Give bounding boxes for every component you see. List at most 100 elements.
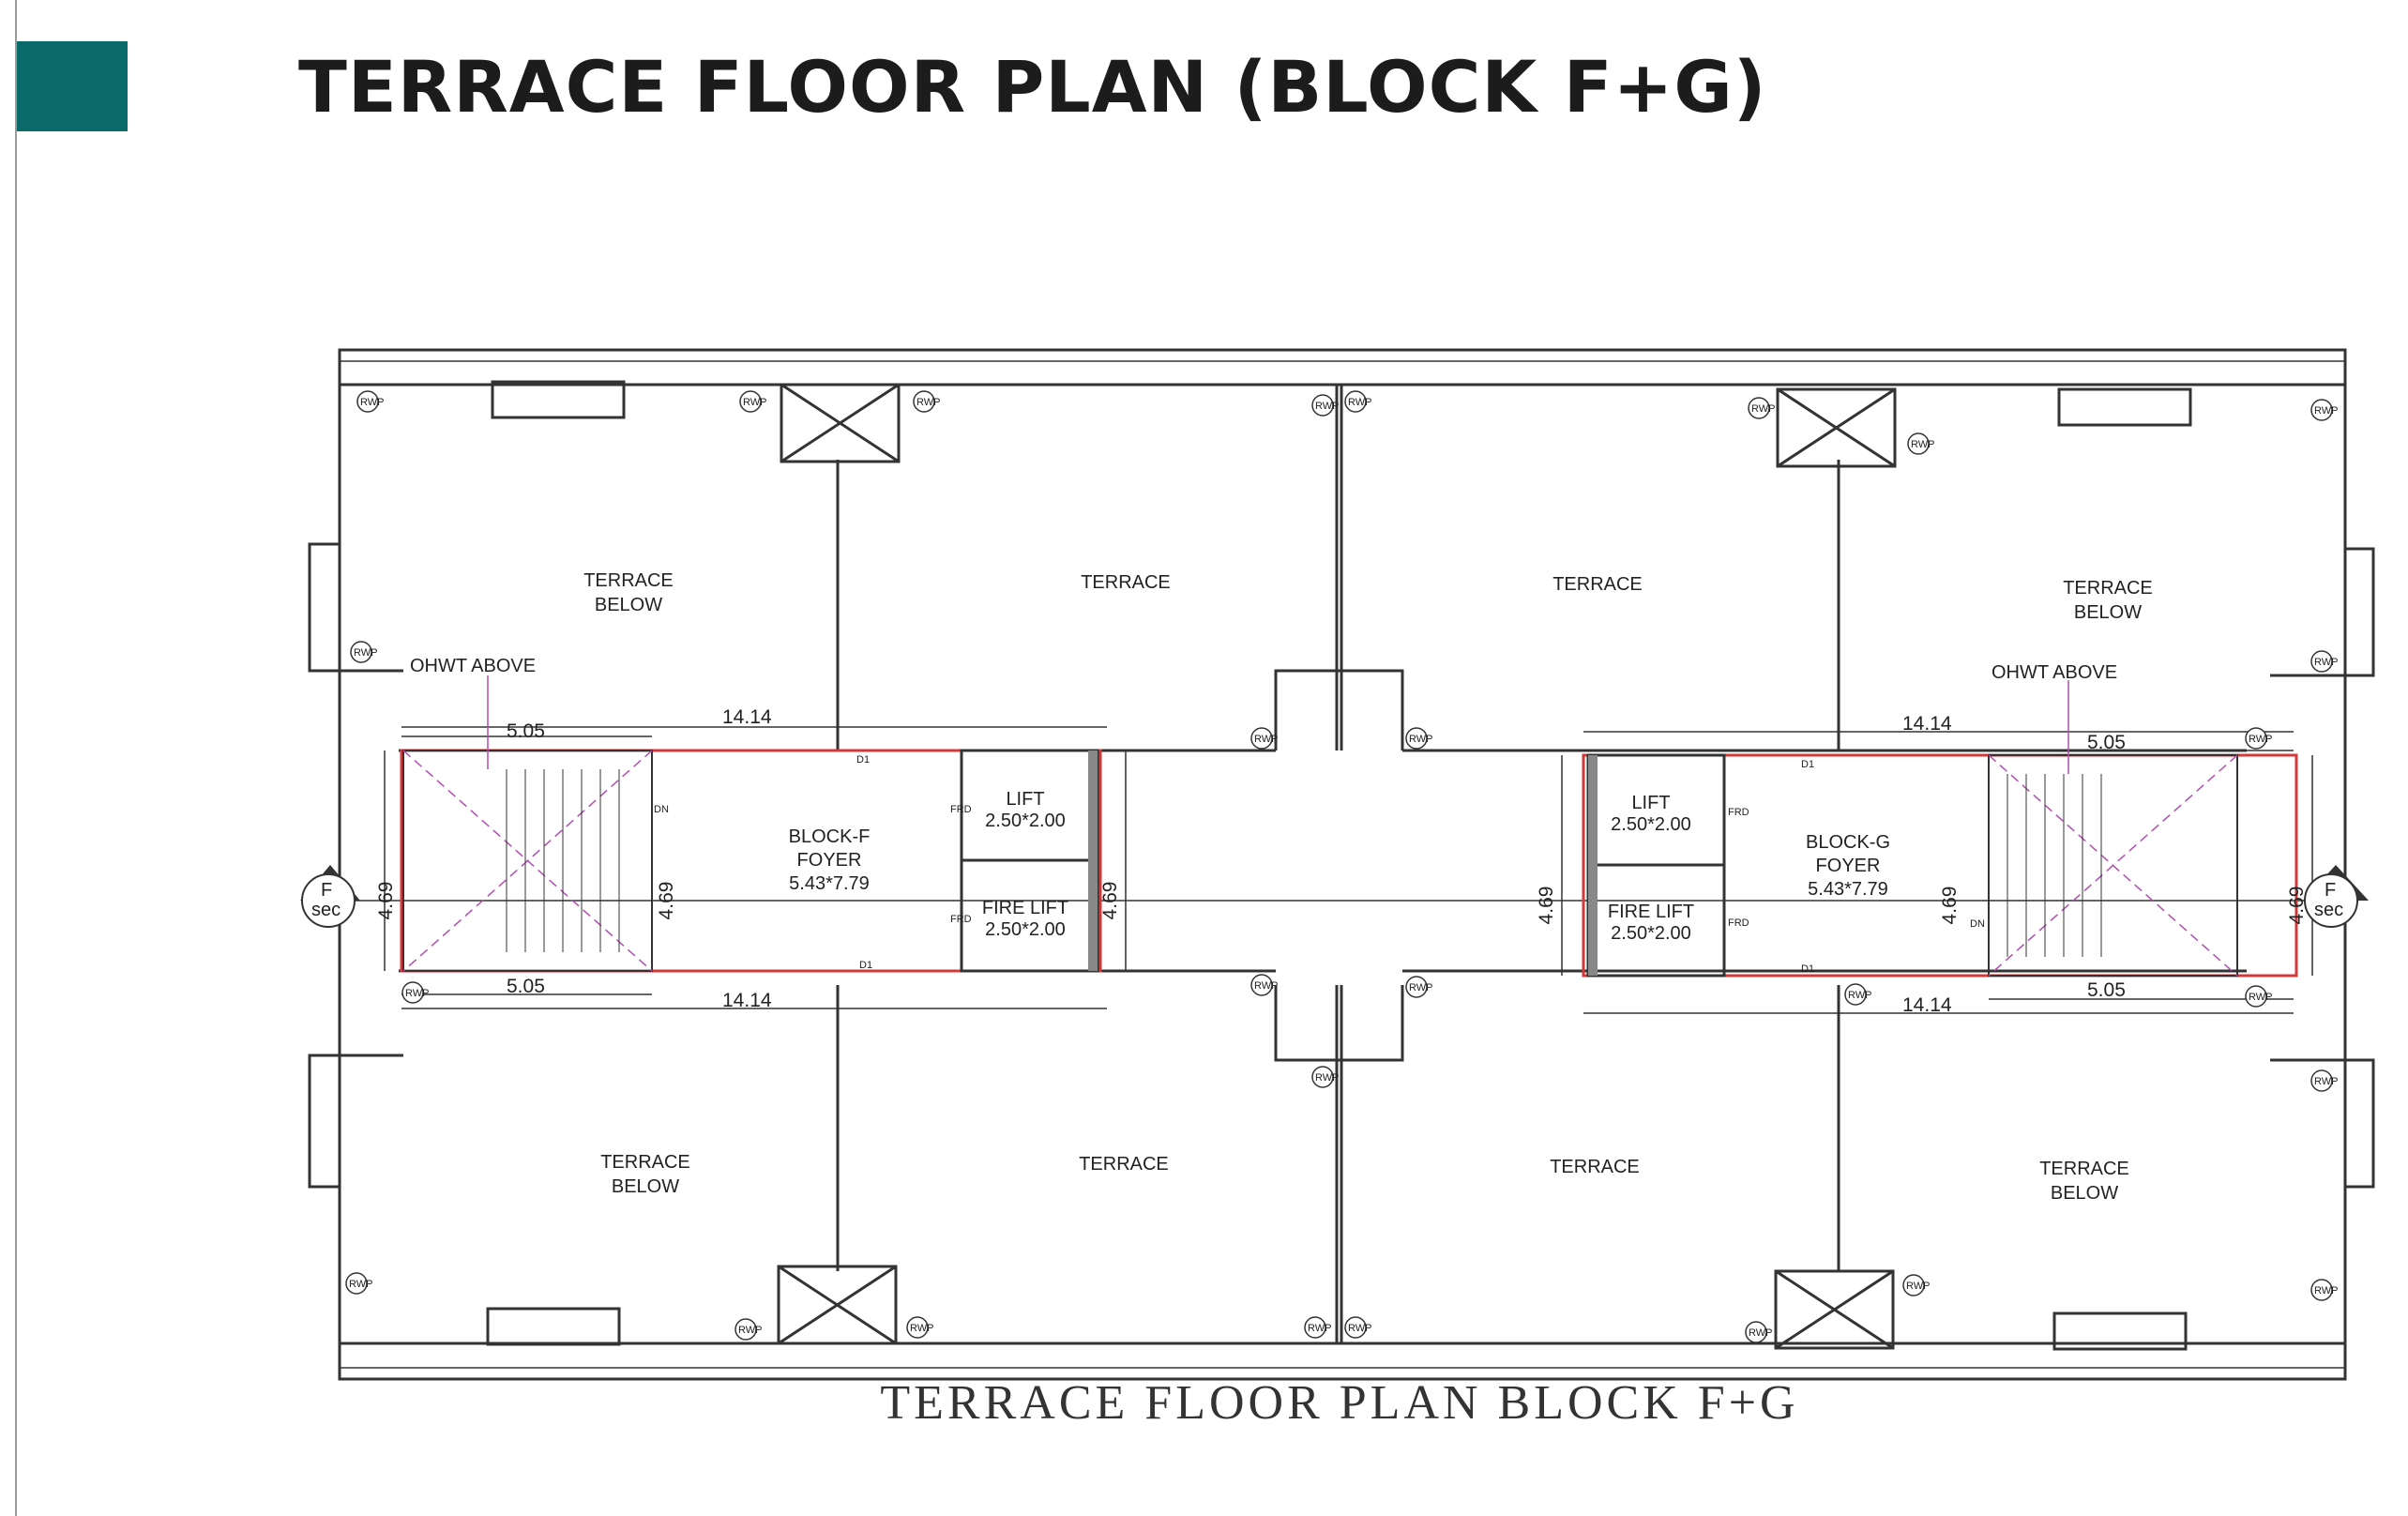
rwp-tag: RWP <box>2314 405 2338 417</box>
rwp-marker <box>1844 983 1867 1006</box>
rwp-tag: RWP <box>1315 1072 1339 1084</box>
block-f-labels: BLOCK-F FOYER 5.43*7.79 LIFT 2.50*2.00 F… <box>789 789 1068 940</box>
dimension-labels: 5.05 14.14 5.05 14.14 14.14 5.05 5.05 14… <box>375 706 2308 1016</box>
rwp-tag: RWP <box>910 1323 933 1334</box>
room-label-terrace-below-1: TERRACE <box>583 570 674 591</box>
dim-corridor-length: 14.14 <box>722 706 772 728</box>
block-f-foyer-dim: 5.43*7.79 <box>789 873 870 894</box>
block-f-d1-tag-1: D1 <box>856 754 870 766</box>
block-f-fire-lift-label: FIRE LIFT <box>982 898 1068 918</box>
left-lower-projection <box>308 1054 403 1189</box>
room-label-terrace-below-1: TERRACE <box>600 1152 690 1173</box>
room-label-terrace-below-2: BELOW <box>595 595 662 615</box>
block-f-lift-label: LIFT <box>1006 789 1044 810</box>
room-label-terrace-below-2: BELOW <box>612 1176 679 1197</box>
room-label-terrace: TERRACE <box>1552 574 1643 595</box>
rwp-tag: RWP <box>2249 734 2272 745</box>
stair-diagonal-f2 <box>402 750 653 972</box>
dim-depth: 4.69 <box>656 882 677 920</box>
rwp-tag: RWP <box>1308 1323 1331 1334</box>
rwp-marker <box>2245 727 2267 750</box>
rwp-tag: RWP <box>360 397 384 408</box>
rwp-marker <box>345 1272 368 1295</box>
rwp-marker <box>1748 397 1770 419</box>
rwp-marker <box>1405 727 1428 750</box>
block-f-fire-lift-dim: 2.50*2.00 <box>985 919 1066 940</box>
recess-top-right <box>2057 387 2192 427</box>
recess-bottom-left <box>486 1307 621 1346</box>
rwp-tag: RWP <box>405 988 429 999</box>
rwp-marker <box>401 981 424 1004</box>
rwp-tag: RWP <box>1254 734 1278 745</box>
dim-stair-width: 5.05 <box>507 720 545 742</box>
rwp-markers <box>345 390 2333 1343</box>
dim-stair-width: 5.05 <box>2087 979 2126 1001</box>
rwp-tag: RWP <box>1315 401 1339 412</box>
block-f-frd-tag-1: FRD <box>950 804 972 815</box>
rwp-tag: RWP <box>1749 1327 1772 1339</box>
page-left-rule <box>15 0 17 1516</box>
rwp-tag: RWP <box>2314 657 2338 668</box>
stair-treads-g <box>2007 774 2102 957</box>
rwp-marker <box>2310 1279 2333 1301</box>
block-g-d1-tag-1: D1 <box>1801 759 1814 770</box>
rwp-marker <box>2245 985 2267 1008</box>
block-f-core <box>400 749 1102 973</box>
rwp-marker <box>1405 976 1428 998</box>
room-label-terrace: TERRACE <box>1081 572 1171 593</box>
block-g-lift-label: LIFT <box>1631 793 1670 813</box>
ohwt-above-label-right: OHWT ABOVE <box>1992 662 2117 683</box>
rwp-marker <box>2310 1069 2333 1092</box>
drawing-caption: TERRACE FLOOR PLAN BLOCK F+G <box>880 1376 1798 1430</box>
section-letter-left: F <box>321 880 332 901</box>
central-shaft-top <box>1274 669 1404 750</box>
rwp-tag: RWP <box>1906 1281 1930 1292</box>
recess-top-left <box>491 380 626 419</box>
room-labels: TERRACE BELOW TERRACE TERRACE TERRACE BE… <box>583 570 2153 1204</box>
block-g-frd-tag-1: FRD <box>1728 807 1749 818</box>
rwp-tag: RWP <box>743 397 766 408</box>
block-g-frd-tag-2: FRD <box>1728 917 1749 929</box>
dim-depth: 4.69 <box>375 882 397 920</box>
rwp-marker <box>1250 974 1273 996</box>
rwp-tag: RWP <box>1409 982 1432 993</box>
rwp-tag: RWP <box>1848 990 1871 1001</box>
dim-depth: 4.69 <box>1939 887 1961 925</box>
rwp-marker <box>2310 399 2333 421</box>
block-g-fire-lift-dim: 2.50*2.00 <box>1611 923 1691 944</box>
rwp-tag: RWP <box>1348 397 1371 408</box>
stair-treads-f <box>506 769 620 952</box>
rwp-tag: RWP <box>1254 980 1278 992</box>
rwp-tags: RWP RWP RWP RWP RWP RWP RWP RWP RWP RWP … <box>349 397 2338 1339</box>
block-g-labels: BLOCK-G FOYER 5.43*7.79 LIFT 2.50*2.00 F… <box>1608 793 1890 944</box>
block-g-fire-lift-label: FIRE LIFT <box>1608 902 1694 922</box>
rwp-tag: RWP <box>916 397 940 408</box>
right-upper-projection <box>2270 547 2375 677</box>
rwp-marker <box>1250 727 1273 750</box>
rwp-tag: RWP <box>1348 1323 1371 1334</box>
room-label-terrace-below-2: BELOW <box>2051 1183 2118 1204</box>
section-word-right: sec <box>2314 900 2343 920</box>
recess-bottom-right <box>2052 1311 2188 1351</box>
rwp-marker <box>913 390 935 413</box>
rwp-marker <box>1907 432 1930 455</box>
dim-corridor-length: 14.14 <box>1902 994 1952 1016</box>
block-g-foyer-title: BLOCK-G <box>1806 832 1890 853</box>
room-label-terrace-below-1: TERRACE <box>2063 578 2153 599</box>
rwp-tag: RWP <box>354 647 377 659</box>
rwp-tag: RWP <box>2314 1076 2338 1087</box>
dim-depth: 4.69 <box>2286 887 2308 925</box>
rwp-tag: RWP <box>349 1279 372 1290</box>
block-f-d1-tag-2: D1 <box>859 960 872 971</box>
dimension-lines <box>384 675 2313 1014</box>
title-accent-block <box>17 41 128 131</box>
block-g-lift-dim: 2.50*2.00 <box>1611 814 1691 835</box>
dim-stair-width: 5.05 <box>507 976 545 997</box>
stair-diagonal-g2 <box>1988 754 2238 977</box>
room-label-terrace-below-1: TERRACE <box>2039 1159 2129 1179</box>
section-marker-left: F sec <box>300 865 360 928</box>
rwp-marker <box>735 1318 757 1341</box>
page-title: TERRACE FLOOR PLAN (BLOCK F+G) <box>298 45 1767 129</box>
central-shaft-bottom <box>1274 985 1404 1062</box>
